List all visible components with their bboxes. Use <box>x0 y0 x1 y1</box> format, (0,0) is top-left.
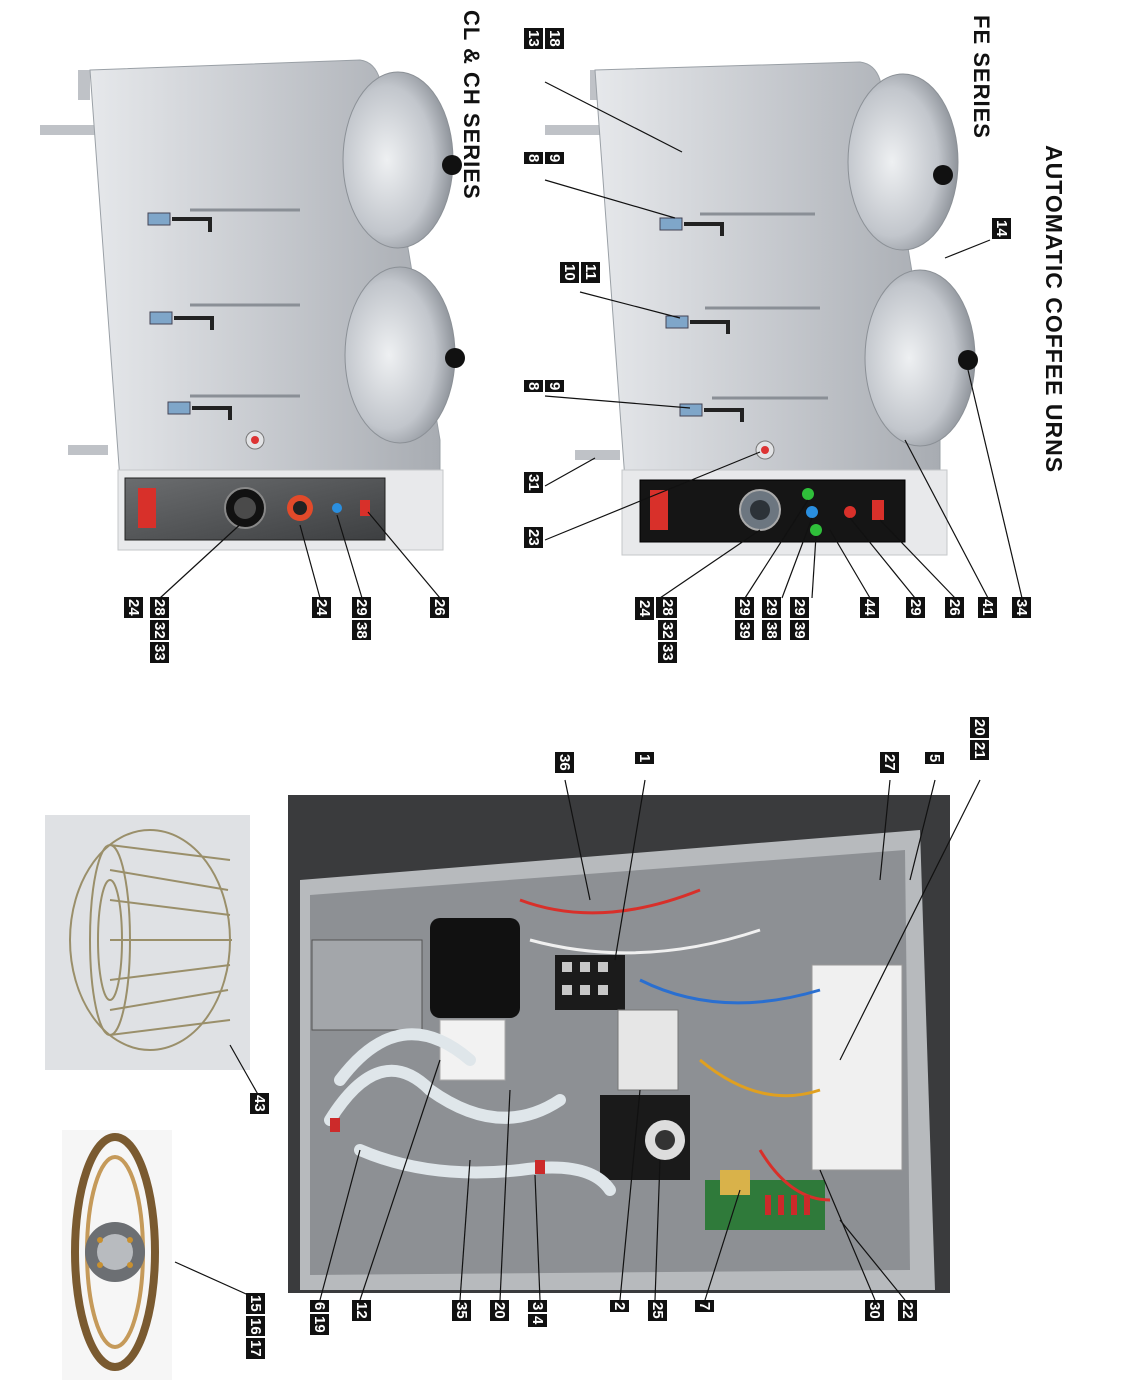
callout-24: 24 <box>635 597 654 620</box>
callout-6: 6 <box>310 1300 329 1313</box>
callout-33-cl: 33 <box>150 642 169 664</box>
callout-21-top: 21 <box>970 739 989 761</box>
callout-29-cl: 29 <box>352 597 371 618</box>
callout-18: 18 <box>545 28 564 49</box>
callout-29-39-b: 29 39 <box>790 597 809 641</box>
callout-29-c: 29 <box>790 597 809 618</box>
callout-9b: 9 <box>545 380 564 393</box>
wire-basket-photo <box>45 815 261 1099</box>
fe-urn-illustration <box>544 61 1023 599</box>
callout-6-19: 6 19 <box>310 1300 329 1336</box>
callout-44: 44 <box>860 597 879 618</box>
callout-24-cl-b: 24 <box>312 597 331 618</box>
callout-7: 7 <box>695 1300 714 1313</box>
callout-29-38-cl: 29 38 <box>352 597 371 641</box>
callout-29: 29 <box>906 597 925 618</box>
callout-26-cl: 26 <box>430 597 449 618</box>
callout-8-9-upper: 8 9 <box>524 152 566 165</box>
callout-8b: 8 <box>524 380 543 393</box>
callout-11: 11 <box>581 262 600 283</box>
callout-29-39-a: 29 39 <box>735 597 754 641</box>
callout-5: 5 <box>925 752 944 765</box>
callout-12: 12 <box>352 1300 371 1321</box>
callout-15: 15 <box>246 1293 265 1314</box>
callout-19: 19 <box>310 1314 329 1336</box>
callout-25: 25 <box>648 1300 667 1321</box>
callout-29-38: 29 38 <box>762 597 781 641</box>
callout-29-b: 29 <box>762 597 781 618</box>
callout-33-fe: 33 <box>658 642 677 664</box>
callout-10: 10 <box>560 262 579 283</box>
callout-4: 4 <box>528 1314 547 1327</box>
callout-17: 17 <box>246 1338 265 1360</box>
callout-38-b: 38 <box>762 619 781 641</box>
callout-43: 43 <box>250 1093 269 1114</box>
callout-24-cl-a: 24 <box>124 597 143 618</box>
title-automatic-coffee-urns: AUTOMATIC COFFEE URNS <box>1041 145 1067 474</box>
callout-13: 13 <box>524 28 543 49</box>
callout-27: 27 <box>880 752 899 773</box>
callout-41: 41 <box>978 597 997 618</box>
callout-20-21: 20 21 <box>970 717 989 761</box>
callout-30: 30 <box>865 1300 884 1321</box>
callout-38-cl: 38 <box>352 619 371 641</box>
callout-28-32-33-cl: 28 32 33 <box>150 597 169 664</box>
callout-28-cl: 28 <box>150 597 169 618</box>
callout-39-c: 39 <box>790 619 809 641</box>
callout-14: 14 <box>992 218 1011 239</box>
callout-29-a: 29 <box>735 597 754 618</box>
heating-element-photo <box>62 1130 256 1380</box>
callout-20: 20 <box>490 1300 509 1321</box>
callout-15-16-17: 15 16 17 <box>246 1293 265 1360</box>
callout-32-cl: 32 <box>150 619 169 641</box>
callout-32-fe: 32 <box>658 619 677 641</box>
title-fe-series: FE SERIES <box>969 15 994 139</box>
callout-3-4: 3 4 <box>528 1300 547 1327</box>
callout-28-32-33-stack: 28 32 33 <box>658 597 677 664</box>
callout-3: 3 <box>528 1300 547 1313</box>
callout-16: 16 <box>246 1315 265 1337</box>
callout-9: 9 <box>545 152 564 165</box>
cl-urn-illustration <box>40 59 465 599</box>
callout-36: 36 <box>555 752 574 773</box>
callout-26-fe: 26 <box>945 597 964 618</box>
title-cl-ch-series: CL & CH SERIES <box>459 10 484 200</box>
urn-interior-photo <box>288 779 981 1301</box>
callout-31: 31 <box>524 472 543 493</box>
callout-22: 22 <box>898 1300 917 1321</box>
callout-35: 35 <box>452 1300 471 1321</box>
callout-39-a: 39 <box>735 619 754 641</box>
callout-2: 2 <box>610 1300 629 1313</box>
callout-20-top: 20 <box>970 717 989 738</box>
callout-8: 8 <box>524 152 543 165</box>
callout-28-fe: 28 <box>658 597 677 618</box>
callout-10-11: 10 11 <box>560 262 602 283</box>
callout-1: 1 <box>635 752 654 765</box>
callout-8-9-lower: 8 9 <box>524 380 566 393</box>
callout-23: 23 <box>524 527 543 548</box>
callout-34: 34 <box>1012 597 1031 618</box>
callout-13-18: 13 18 <box>524 28 566 49</box>
